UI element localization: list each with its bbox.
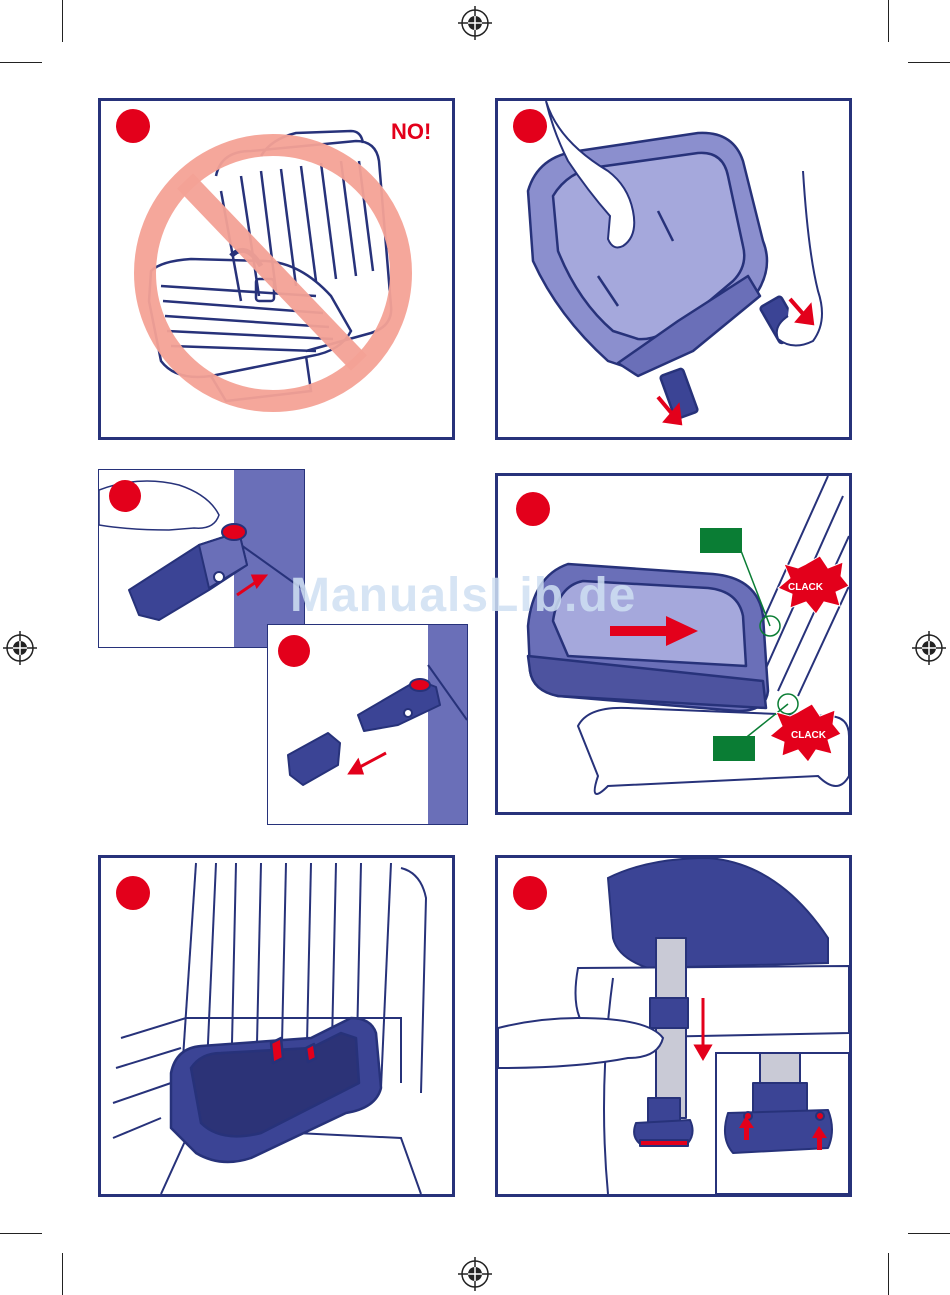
- crop-mark: [62, 1253, 63, 1295]
- step-marker: [516, 492, 550, 526]
- crop-mark: [888, 0, 889, 42]
- crop-mark: [0, 1233, 42, 1234]
- crop-mark: [908, 62, 950, 63]
- indicator-green-top: [700, 528, 742, 553]
- car-seat-illustration: [101, 101, 452, 437]
- step-marker: [513, 876, 547, 910]
- panel-support-leg: [495, 855, 852, 1197]
- indicator-green-bottom: [713, 736, 755, 761]
- clack-text-bottom: CLACK: [791, 730, 826, 741]
- panel-leg-release: [98, 469, 305, 648]
- registration-mark-icon: [458, 1257, 492, 1291]
- crop-mark: [62, 0, 63, 42]
- crop-mark: [888, 1253, 889, 1295]
- clack-text-top: CLACK: [788, 582, 823, 593]
- registration-mark-icon: [912, 631, 946, 665]
- crop-mark: [0, 62, 42, 63]
- isofix-illustration: [498, 476, 849, 812]
- panel-base-on-seat: [98, 855, 455, 1197]
- watermark: ManualsLib.de: [290, 568, 636, 623]
- crop-mark: [908, 1233, 950, 1234]
- registration-mark-icon: [458, 6, 492, 40]
- step-marker: [513, 109, 547, 143]
- arrow-icon: [350, 753, 386, 773]
- registration-mark-icon: [3, 631, 37, 665]
- base-illustration: [498, 101, 849, 437]
- step-marker: [116, 876, 150, 910]
- panel-base-legs: [495, 98, 852, 440]
- support-leg-illustration: [498, 858, 849, 1194]
- panel-leg-removal: [267, 624, 468, 825]
- step-marker: [109, 480, 141, 512]
- panel-isofix-attach: CLACK CLACK: [495, 473, 852, 815]
- step-marker: [278, 635, 310, 667]
- base-on-seat-illustration: [101, 858, 452, 1194]
- panel-no-seat: NO!: [98, 98, 455, 440]
